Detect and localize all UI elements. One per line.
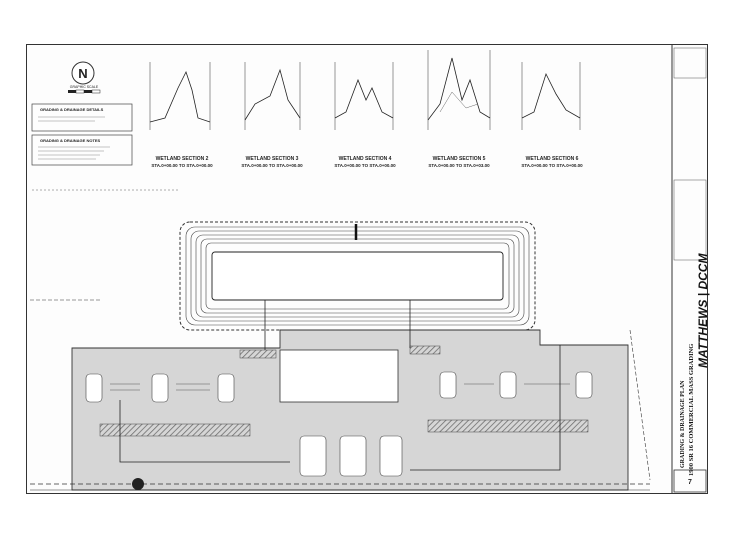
- sheet-title: GRADING & DRAINAGE PLAN: [680, 380, 686, 468]
- revision-box: [673, 179, 707, 261]
- section-title: WETLAND SECTION 4: [339, 156, 392, 162]
- section-title: WETLAND SECTION 5: [433, 156, 486, 162]
- section-station: STA.0+00.00 TO STA.0+03.00: [428, 163, 490, 168]
- wetland-pond-contours: [179, 221, 536, 331]
- wetland-section-5: WETLAND SECTION 5 STA.0+00.00 TO STA.0+0…: [427, 50, 491, 168]
- north-label: N: [78, 66, 87, 81]
- details-legend: GRADING & DRAINAGE DETAILS: [31, 103, 133, 132]
- wetland-section-6: WETLAND SECTION 6 STA.0+00.00 TO STA.0+0…: [521, 62, 583, 168]
- firm-logo: MATTHEWS | DCCM: [696, 253, 710, 368]
- seal-box: [673, 47, 707, 79]
- north-arrow-icon: N: [71, 61, 95, 85]
- section-station: STA.0+00.00 TO STA.0+00.00: [334, 163, 396, 168]
- sheet-number: 7: [688, 479, 692, 486]
- wetland-section-3: WETLAND SECTION 3 STA.0+00.00 TO STA.0+0…: [241, 62, 303, 168]
- section-title: WETLAND SECTION 6: [526, 156, 579, 162]
- details-legend-title: GRADING & DRAINAGE DETAILS: [40, 107, 104, 112]
- wetland-section-2: WETLAND SECTION 2 STA.0+00.00 TO STA.0+0…: [149, 62, 213, 168]
- notes-legend-title: GRADING & DRAINAGE NOTES: [40, 138, 101, 143]
- notes-legend: GRADING & DRAINAGE NOTES: [31, 134, 133, 166]
- sheet-number-box: [673, 469, 707, 493]
- building-pad: [279, 349, 399, 403]
- section-station: STA.0+00.00 TO STA.0+00.00: [151, 163, 213, 168]
- road-edge: [30, 478, 650, 491]
- graphic-scale-label: GRAPHIC SCALE: [70, 85, 99, 89]
- section-station: STA.0+00.00 TO STA.0+00.00: [241, 163, 303, 168]
- manhole-icon: [132, 478, 144, 490]
- property-lines: [30, 189, 651, 481]
- wetland-section-4: WETLAND SECTION 4 STA.0+00.00 TO STA.0+0…: [334, 62, 396, 168]
- project-title: 1900 SR 16 COMMERCIAL MASS GRADING: [688, 343, 695, 476]
- section-title: WETLAND SECTION 2: [156, 156, 209, 162]
- section-title: WETLAND SECTION 3: [246, 156, 299, 162]
- pavement-area: [71, 329, 629, 491]
- storm-drain-lines: [119, 300, 561, 471]
- section-station: STA.0+00.00 TO STA.0+00.00: [521, 163, 583, 168]
- graphic-scale: GRAPHIC SCALE: [68, 85, 101, 94]
